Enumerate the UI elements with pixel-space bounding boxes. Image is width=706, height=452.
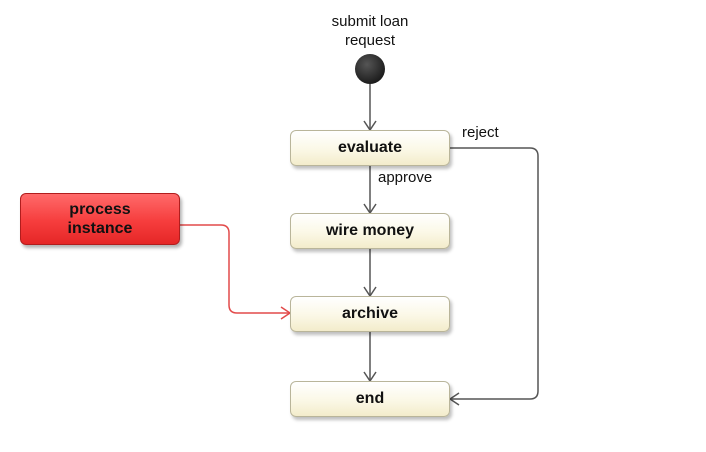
arrow-evaluate-to-wire-money xyxy=(363,166,377,215)
arrow-archive-to-end xyxy=(363,332,377,383)
state-wire-money[interactable]: wire money xyxy=(290,213,450,249)
state-archive-label: archive xyxy=(341,305,399,322)
process-instance-box[interactable]: process instance xyxy=(20,193,180,245)
start-label: submit loan request xyxy=(310,12,430,50)
arrow-wire-money-to-archive xyxy=(363,249,377,298)
process-instance-label: process instance xyxy=(67,201,133,237)
reject-label: reject xyxy=(462,124,499,141)
state-end[interactable]: end xyxy=(290,381,450,417)
start-label-text: submit loan request xyxy=(331,13,409,49)
start-node xyxy=(355,54,385,84)
arrow-reject-to-end xyxy=(448,147,539,406)
arrow-start-to-evaluate xyxy=(363,84,377,132)
state-evaluate-label: evaluate xyxy=(337,139,403,156)
state-wire-money-label: wire money xyxy=(325,222,415,239)
state-archive[interactable]: archive xyxy=(290,296,450,332)
arrow-process-instance-to-archive xyxy=(180,224,292,320)
approve-label: approve xyxy=(378,169,433,186)
state-end-label: end xyxy=(355,390,385,407)
state-evaluate[interactable]: evaluate xyxy=(290,130,450,166)
